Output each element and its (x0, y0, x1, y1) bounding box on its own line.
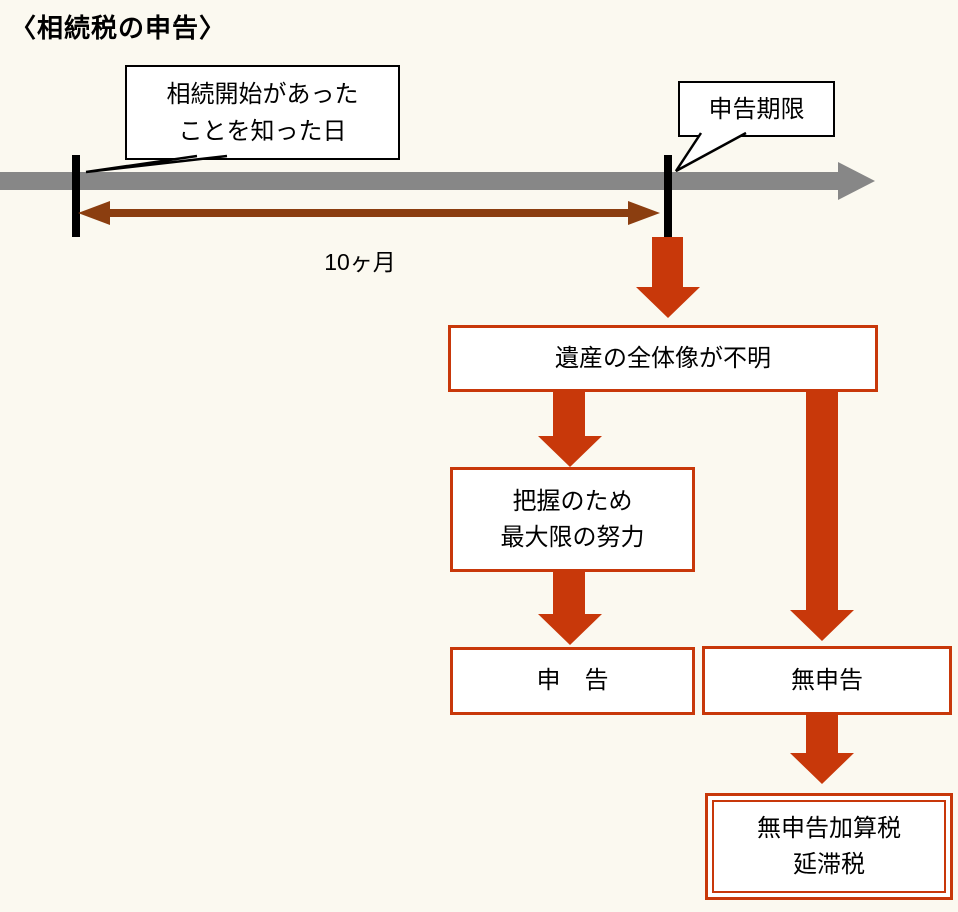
arrow-to-no-filing-shaft (806, 392, 838, 610)
callout-inheritance-start-line2: ことを知った日 (178, 117, 347, 145)
box-estate-unknown: 遺産の全体像が不明 (448, 325, 878, 392)
callout-filing-deadline: 申告期限 (678, 81, 835, 137)
page-title: 〈相続税の申告〉 (10, 13, 227, 43)
arrow-deadline-down-shaft (652, 237, 683, 287)
callout-filing-deadline-tail-icon (674, 131, 747, 173)
box-penalty-inner: 無申告加算税 延滞税 (712, 800, 946, 893)
box-filing-label: 申 告 (536, 667, 609, 694)
box-penalty: 無申告加算税 延滞税 (705, 793, 953, 900)
arrow-to-filing-head-icon (538, 614, 602, 645)
arrow-to-no-filing-head-icon (790, 610, 854, 641)
box-max-effort: 把握のため 最大限の努力 (450, 467, 695, 572)
timeline-arrowhead-icon (838, 162, 875, 200)
box-filing: 申 告 (450, 647, 695, 715)
duration-arrowhead-left-icon (78, 201, 110, 225)
duration-arrowhead-right-icon (628, 201, 660, 225)
box-no-filing: 無申告 (702, 646, 952, 715)
arrow-to-penalty-head-icon (790, 753, 854, 784)
arrow-to-filing-shaft (553, 572, 585, 614)
arrow-to-effort-head-icon (538, 436, 602, 467)
box-estate-unknown-label: 遺産の全体像が不明 (555, 344, 771, 372)
box-max-effort-line2: 最大限の努力 (500, 523, 645, 551)
arrow-to-penalty-shaft (806, 715, 838, 753)
duration-label: 10ヶ月 (324, 249, 396, 275)
callout-inheritance-start-line1: 相続開始があった (166, 80, 359, 108)
timeline-tick-deadline (664, 155, 672, 240)
box-penalty-line1: 無申告加算税 (757, 814, 901, 842)
duration-arrow-line (108, 209, 628, 217)
callout-filing-deadline-label: 申告期限 (708, 95, 805, 123)
box-no-filing-label: 無申告 (791, 666, 863, 694)
timeline-tick-start (72, 155, 80, 237)
timeline-bar (0, 172, 838, 190)
arrow-to-effort-shaft (553, 392, 585, 436)
box-max-effort-line1: 把握のため (512, 487, 633, 515)
callout-inheritance-start: 相続開始があった ことを知った日 (125, 65, 400, 160)
arrow-deadline-down-head-icon (636, 287, 700, 318)
box-penalty-line2: 延滞税 (793, 850, 865, 878)
